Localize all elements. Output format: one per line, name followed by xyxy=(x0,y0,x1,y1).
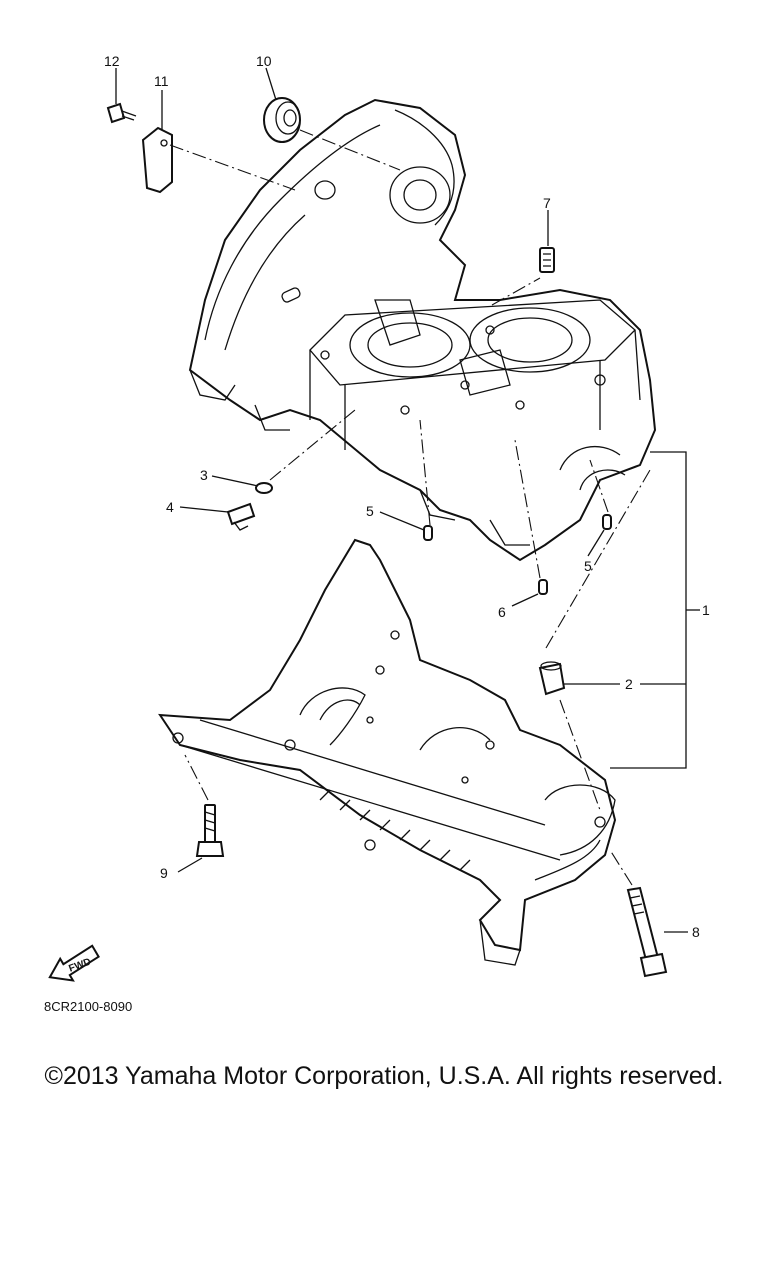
pin-6 xyxy=(538,579,548,595)
bolt-8 xyxy=(626,886,668,978)
callout-7: 7 xyxy=(543,195,551,211)
callout-9: 9 xyxy=(160,865,168,881)
bearing xyxy=(263,97,301,143)
screw-12 xyxy=(106,102,137,124)
callout-5-left: 5 xyxy=(366,503,374,519)
alignment-lines xyxy=(169,129,651,886)
callout-10: 10 xyxy=(256,53,272,69)
fwd-arrow-icon: FWD xyxy=(48,944,100,982)
callout-8: 8 xyxy=(692,924,700,940)
part-code: 8CR2100-8090 xyxy=(44,999,132,1014)
callout-11: 11 xyxy=(154,73,169,89)
bolt-4 xyxy=(226,502,256,531)
callout-4: 4 xyxy=(166,499,174,515)
lower-crankcase xyxy=(158,538,617,966)
leader-lines xyxy=(115,67,700,933)
upper-crankcase xyxy=(188,98,657,562)
callout-3: 3 xyxy=(200,467,208,483)
callout-5-right: 5 xyxy=(584,558,592,574)
crankcase-exploded-diagram: 12 11 10 7 3 4 5 5 6 1 2 9 8 FWD 8CR2100… xyxy=(44,53,710,1014)
copyright-notice: ©2013 Yamaha Motor Corporation, U.S.A. A… xyxy=(44,1062,724,1090)
dowel-pin-left xyxy=(423,525,433,541)
callout-12: 12 xyxy=(104,53,120,69)
dowel-pin-right xyxy=(602,514,612,530)
callout-1: 1 xyxy=(702,602,710,618)
bolt-9 xyxy=(195,804,225,857)
callout-6: 6 xyxy=(498,604,506,620)
bracket-11 xyxy=(141,126,173,194)
plug-2 xyxy=(538,661,566,696)
stud-7 xyxy=(539,247,555,273)
callout-2: 2 xyxy=(625,676,633,692)
washer-3 xyxy=(255,482,273,494)
